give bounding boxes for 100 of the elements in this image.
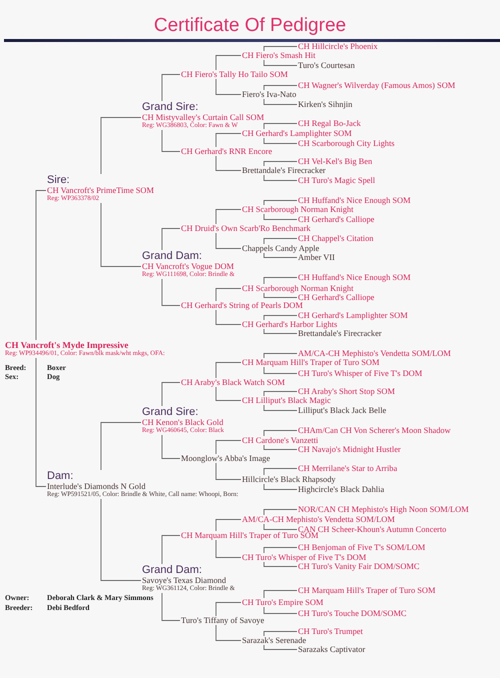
dog-name: CH Chappel's Citation xyxy=(298,234,374,243)
pedigree-line xyxy=(216,288,242,302)
pedigree-line xyxy=(264,123,298,130)
pedigree-line xyxy=(216,78,242,95)
dog-name: CH Turo's Whisper of Five T's DOM xyxy=(298,369,422,378)
dog-name: CH Vel-Kel's Big Ben xyxy=(298,157,372,166)
dog-name: CH Wagner's Wilverday (Famous Amos) SOM xyxy=(298,81,456,90)
dog-name: CH Turo's Empire SOM xyxy=(242,598,324,607)
pedigree-line xyxy=(216,310,242,325)
pedigree-line xyxy=(216,540,242,558)
pedigree-line xyxy=(216,440,242,454)
dog-name: CH Marquam Hill's Traper of Turo SOM xyxy=(181,531,318,540)
pedigree-line xyxy=(264,468,298,476)
dog-name: CH Vancroft's PrimeTime SOM xyxy=(47,186,154,195)
pedigree-line xyxy=(264,404,298,411)
dog-name: CH Kenon's Black Gold xyxy=(142,418,224,427)
dog-name: CH Turo's Vanity Fair DOM/SOMC xyxy=(298,562,420,571)
pedigree-line xyxy=(264,366,298,374)
dog-name: Kirken's Sihnjin xyxy=(298,100,352,109)
pedigree-line xyxy=(216,232,242,249)
dog-name: CH Vancroft's Myde Impressive xyxy=(5,340,128,350)
dog-name: Sarazaks Captivator xyxy=(298,645,366,654)
dog-name: Brettandale's Firecracker xyxy=(298,329,382,338)
section-heading: Grand Dam: xyxy=(142,250,202,262)
pedigree-line xyxy=(216,386,242,401)
pedigree-line xyxy=(162,434,180,459)
dog-name: Turo's Tiffany of Savoye xyxy=(181,616,264,625)
dog-name: CH Gerhard's Lamplighter SOM xyxy=(298,311,408,320)
dog-name: CH Benjoman of Five T's SOM/LOM xyxy=(298,543,426,552)
certificate-title: Certificate Of Pedigree xyxy=(154,15,346,36)
pedigree-line xyxy=(216,55,242,70)
dog-name: CH Scarborough Norman Knight xyxy=(242,284,354,293)
dog-name: CH Fiero's Smash Hit xyxy=(242,51,316,60)
dog-name: CHAm/Can CH Von Scherer's Moon Shadow xyxy=(298,426,451,435)
pedigree-line xyxy=(264,46,298,52)
pedigree-line xyxy=(264,631,298,636)
dog-name: CH Huffand's Nice Enough SOM xyxy=(298,196,411,205)
pedigree-line xyxy=(216,462,242,480)
pedigree-line xyxy=(264,524,298,530)
dog-name: CH Gerhard's Calliope xyxy=(298,293,374,302)
dog-name: CH Marquam Hill's Traper of Turo SOM xyxy=(298,586,436,595)
dog-name: CH Lilliput's Black Magic xyxy=(242,396,331,405)
dog-name: Sarazak's Serenade xyxy=(242,636,306,645)
pedigree-line xyxy=(162,74,180,102)
dog-name: CH Araby's Short Stop SOM xyxy=(298,387,395,396)
pedigree-line xyxy=(162,228,180,250)
pedigree-line xyxy=(162,130,180,152)
dog-name: CH Scarborough Norman Knight xyxy=(242,205,354,214)
dog-name: Amber VII xyxy=(298,253,335,262)
pedigree-line xyxy=(100,117,142,174)
pedigree-line xyxy=(264,292,298,298)
pedigree-line xyxy=(264,547,298,554)
dog-name: AM/CA-CH Mephisto's Vendetta SOM/LOM xyxy=(242,515,395,524)
dog-name: CH Turo's Magic Spell xyxy=(298,176,376,185)
pedigree-line xyxy=(264,353,298,358)
dog-name: CH Regal Bo-Jack xyxy=(298,119,361,128)
dog-name: CH Huffand's Nice Enough SOM xyxy=(298,273,411,282)
pedigree-line xyxy=(264,174,298,181)
pedigree-line xyxy=(216,209,242,224)
dog-name: Savoye's Texas Diamond xyxy=(142,576,226,585)
dog-name: Turo's Courtesan xyxy=(298,61,355,70)
dog-name: CH Marquam Hill's Traper of Turo SOM xyxy=(242,358,380,367)
dog-name: CH Turo's Touche DOM/SOMC xyxy=(298,609,407,618)
pedigree-line xyxy=(264,138,298,144)
pedigree-line xyxy=(216,362,242,378)
dog-name: Hillcircle's Black Rhapsody xyxy=(242,475,336,484)
pedigree-line xyxy=(264,238,298,244)
dog-name: Fiero's Iva-Nato xyxy=(242,90,296,99)
dog-name: CH Gerhard's Lamplighter SOM xyxy=(242,129,352,138)
dog-name: Chappels Candy Apple xyxy=(242,244,320,253)
dog-name: CH Hillcircle's Phoenix xyxy=(298,42,378,51)
dog-name: CH Merrilane's Star to Arriba xyxy=(298,464,398,473)
dog-name: Highcircle's Black Dahlia xyxy=(298,485,384,494)
pedigree-line xyxy=(216,624,242,641)
pedigree-line xyxy=(264,98,298,105)
dog-name: CH Scarborough City Lights xyxy=(298,139,395,148)
pedigree-line xyxy=(162,592,180,621)
pedigree-line xyxy=(216,156,242,171)
pedigree-line xyxy=(264,315,298,320)
pedigree-line xyxy=(264,277,298,284)
dog-name: Moonglow's Abba's Image xyxy=(181,454,270,463)
dog-name: CH Araby's Black Watch SOM xyxy=(181,378,285,387)
dog-name: CAN CH Scheer-Khoun's Autumn Concerto xyxy=(298,525,446,534)
pedigree-line xyxy=(264,252,298,258)
dog-name: CH Gerhard's RNR Encore xyxy=(181,147,272,156)
section-heading: Dam: xyxy=(47,470,74,482)
dog-name: Interlude's Diamonds N Gold xyxy=(47,482,146,491)
section-heading: Grand Dam: xyxy=(142,564,202,576)
pedigree-line xyxy=(100,498,142,581)
dog-name: CH Vancroft's Vogue DOM xyxy=(142,262,234,271)
dog-name: Lilliput's Black Jack Belle xyxy=(298,406,386,415)
pedigree-line xyxy=(264,644,298,650)
section-heading: Sire: xyxy=(47,174,70,186)
dog-name: CH Gerhard's Harbor Lights xyxy=(242,320,338,329)
pedigree-line xyxy=(264,562,298,567)
pedigree-line xyxy=(264,430,298,436)
dog-name: NOR/CAN CH Mephisto's High Noon SOM/LOM xyxy=(298,505,469,514)
pedigree-line xyxy=(100,202,142,267)
pedigree-line xyxy=(264,200,298,206)
pedigree-line xyxy=(264,214,298,220)
